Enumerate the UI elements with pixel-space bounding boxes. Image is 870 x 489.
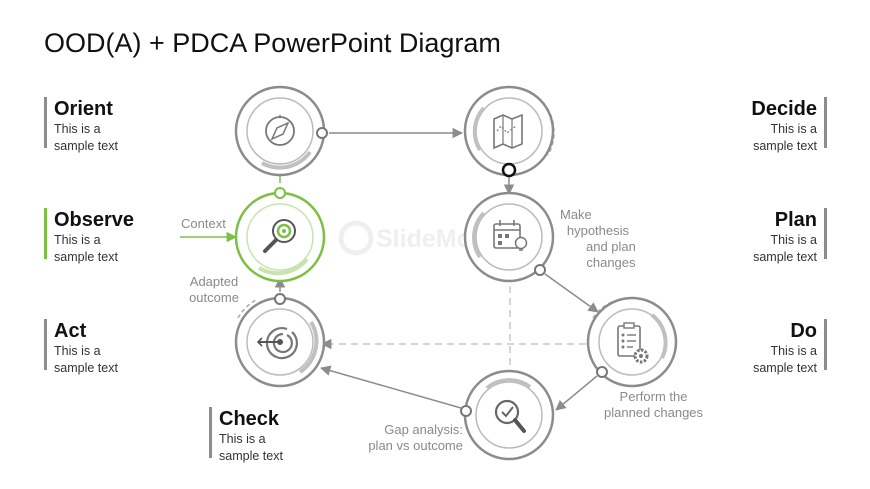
note-context: Context xyxy=(181,216,226,231)
note-line: outcome xyxy=(189,290,239,305)
label-act-line2: sample text xyxy=(54,361,118,375)
label-observe-line2: sample text xyxy=(54,250,118,264)
label-check-line1: This is a xyxy=(219,432,266,446)
label-do-line1: This is a xyxy=(770,344,817,358)
arrow-do-check xyxy=(555,375,598,411)
label-act: Act This is a sample text xyxy=(44,319,118,377)
label-plan-line2: sample text xyxy=(753,250,817,264)
label-act-title: Act xyxy=(54,320,87,342)
note-line: planned changes xyxy=(604,405,704,420)
node-orient xyxy=(234,85,328,177)
label-orient: Orient This is a sample text xyxy=(44,97,118,155)
label-plan-line1: This is a xyxy=(770,233,817,247)
label-plan-title: Plan xyxy=(774,209,817,231)
label-orient-line2: sample text xyxy=(54,139,118,153)
label-observe-line1: This is a xyxy=(54,233,101,247)
note-line: Gap analysis: xyxy=(384,422,463,437)
note-line: hypothesis xyxy=(566,223,630,238)
label-act-line1: This is a xyxy=(54,344,101,358)
node-check xyxy=(460,369,555,461)
label-decide-line1: This is a xyxy=(770,122,817,136)
note-line: and plan xyxy=(586,239,636,254)
label-decide: Decide This is a sample text xyxy=(751,97,827,155)
note-line: changes xyxy=(586,255,636,270)
label-do: Do This is a sample text xyxy=(753,319,827,377)
label-decide-line2: sample text xyxy=(753,139,817,153)
node-act xyxy=(234,293,326,388)
note-adapted-outcome: Adapted outcome xyxy=(182,274,246,306)
label-bar xyxy=(44,97,47,148)
label-bar xyxy=(209,407,212,458)
calendar-lightbulb-icon xyxy=(493,220,528,251)
label-observe-title: Observe xyxy=(54,209,135,231)
label-orient-title: Orient xyxy=(54,98,113,120)
map-icon xyxy=(493,113,523,150)
label-do-title: Do xyxy=(790,320,817,342)
clipboard-gear-icon xyxy=(617,322,649,364)
compass-icon xyxy=(265,115,295,146)
label-check-line2: sample text xyxy=(219,449,283,463)
label-observe: Observe This is a sample text xyxy=(44,208,135,266)
node-observe xyxy=(234,187,326,283)
note-line: Make xyxy=(560,207,592,222)
label-bar xyxy=(44,208,47,259)
label-do-line2: sample text xyxy=(753,361,817,375)
label-check: Check This is a sample text xyxy=(209,407,283,465)
magnifier-check-icon xyxy=(494,399,526,433)
note-line: Perform the xyxy=(619,389,688,404)
target-arrow-icon xyxy=(256,327,299,360)
label-bar xyxy=(824,208,827,259)
label-orient-line1: This is a xyxy=(54,122,101,136)
label-check-title: Check xyxy=(219,408,280,430)
note-perform: Perform the planned changes xyxy=(604,389,703,421)
label-bar xyxy=(824,319,827,370)
note-line: Adapted xyxy=(189,274,239,289)
note-make-hypothesis: Make hypothesis and plan changes xyxy=(560,207,636,271)
node-plan xyxy=(463,191,555,283)
magnifier-target-icon xyxy=(263,219,296,253)
arrow-check-act xyxy=(319,365,462,409)
label-plan: Plan This is a sample text xyxy=(753,208,827,266)
label-bar xyxy=(44,319,47,370)
page-title: OOD(A) + PDCA PowerPoint Diagram xyxy=(44,28,501,58)
note-line: plan vs outcome xyxy=(368,438,463,453)
label-decide-title: Decide xyxy=(751,98,817,120)
label-bar xyxy=(824,97,827,148)
node-decide xyxy=(463,85,555,178)
node-do xyxy=(586,296,678,388)
arrow-plan-do xyxy=(544,273,599,313)
note-gap-analysis: Gap analysis: plan vs outcome xyxy=(355,422,463,454)
